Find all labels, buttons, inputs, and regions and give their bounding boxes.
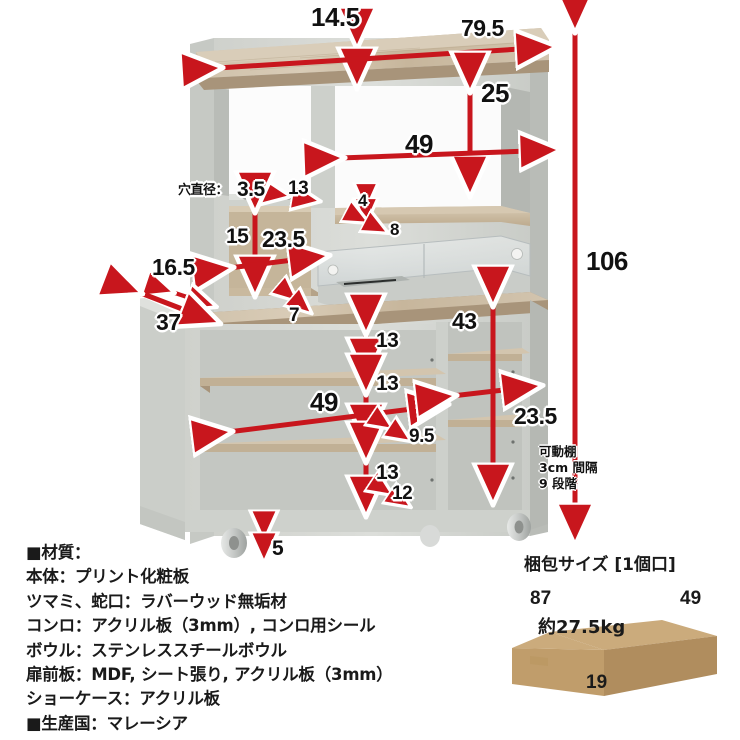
dim-caster-h-label: 5 [272,537,284,560]
dim-shelf-gap-3-label: 13 [376,461,399,484]
packaging-width-label: 87 [530,588,552,609]
dim-upper-shelf-w-label: 49 [405,129,433,159]
dim-shelf-board-d2-label: 12 [392,483,413,504]
dim-rail-depth-label: 8 [390,220,399,239]
packaging-height-label: 19 [586,672,608,693]
carton-box-icon [512,620,717,696]
dim-lower-shelf-w-label: 49 [310,387,338,417]
spec-line: コンロ：アクリル板（3mm）, コンロ用シール [26,616,376,636]
packaging-depth-label: 49 [680,588,702,609]
spec-line: ■生産国：マレーシア [26,713,188,733]
dim-total-height-label: 106 [586,246,628,276]
shelf-note-line2: 3cm 間隔 [539,460,598,475]
dim-counter-depth-b-label: 37 [156,309,181,335]
dim-rail-gap-label: 13 [288,178,309,199]
spec-line: ■材質： [26,543,91,562]
dim-shelf-gap-2-label: 13 [376,372,399,395]
shelf-note-line3: 9 段階 [539,476,578,491]
dim-left-niche-h-label: 15 [226,225,249,248]
casters [221,513,531,558]
dim-rail-thick-label: 4 [358,191,367,210]
spec-line: ショーケース：アクリル板 [26,689,220,709]
dim-counter-depth-a-label: 16.5 [152,254,195,280]
dim-top-depth-label: 14.5 [311,2,360,32]
packaging-weight-label: 約27.5kg [538,617,626,638]
packaging-info: 梱包サイズ [1個口] 87 49 約27.5kg 19 [500,550,730,700]
shelf-note-line1: 可動棚 [539,444,577,459]
dim-left-niche-w-label: 23.5 [262,226,305,252]
dim-right-bay-w-label: 23.5 [514,403,557,429]
dim-upper-shelf-h-label: 25 [481,78,509,108]
dim-counter-thick-label: 7 [289,305,300,326]
dim-shelf-gap-1-label: 13 [376,329,399,352]
packaging-title: 梱包サイズ [1個口] [524,555,676,575]
material-spec-list: ■材質： 本体：プリント化粧板 ツマミ、蛇口：ラバーウッド無垢材 コンロ：アクリ… [26,541,496,736]
dim-shelf-board-d-label: 9.5 [409,426,434,447]
spec-line: 本体：プリント化粧板 [26,567,190,587]
dim-top-width-label: 79.5 [461,15,504,41]
dimension-arrows [138,28,575,560]
spec-line: ツマミ、蛇口：ラバーウッド無垢材 [26,591,287,611]
spec-line: 扉前板：MDF, シート張り, アクリル板（3mm） [26,665,393,685]
spec-line: ボウル：ステンレススチールボウル [26,640,287,660]
dim-hole-diameter-prefix: 穴直径： [178,183,229,198]
dim-hole-diameter-label: 3.5 [237,178,265,201]
dim-right-bay-h-label: 43 [452,308,477,334]
